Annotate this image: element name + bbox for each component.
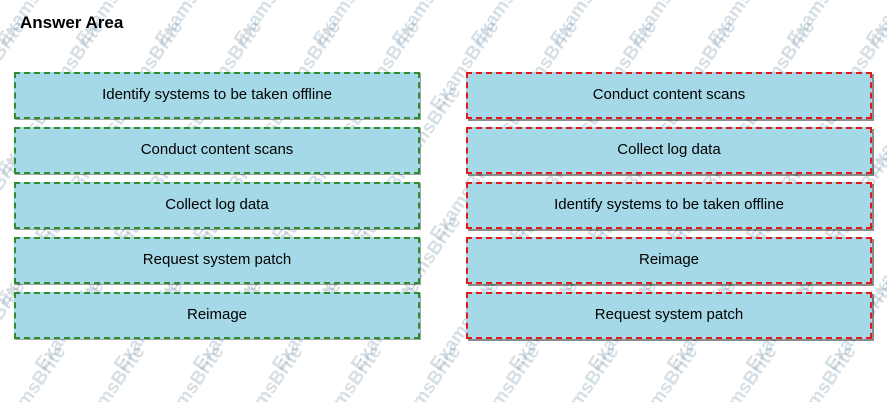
watermark-text: ExamsBrite <box>151 0 229 50</box>
list-item[interactable]: Identify systems to be taken offline <box>466 182 872 229</box>
answer-list: Conduct content scans Collect log data I… <box>466 72 872 347</box>
watermark-text: ExamsBrite <box>230 341 308 402</box>
watermark-text: ExamsBrite <box>862 0 887 50</box>
list-item-label: Conduct content scans <box>140 141 294 159</box>
list-item[interactable]: Conduct content scans <box>14 127 420 174</box>
list-item[interactable]: Request system patch <box>14 237 420 284</box>
watermark-text: ExamsBrite <box>72 341 150 402</box>
list-item-label: Collect log data <box>165 196 269 214</box>
list-item-label: Reimage <box>638 251 700 269</box>
watermark-text: ExamsBrite <box>151 341 229 402</box>
list-item-label: Identify systems to be taken offline <box>102 86 332 104</box>
watermark-text: ExamsBrite <box>388 341 466 402</box>
watermark-text: ExamsBrite <box>0 341 71 402</box>
list-item-label: Request system patch <box>594 306 744 324</box>
list-item-label: Reimage <box>186 306 248 324</box>
watermark-text: ExamsBrite <box>783 341 861 402</box>
list-item[interactable]: Collect log data <box>466 127 872 174</box>
page-title: Answer Area <box>20 13 124 32</box>
list-item[interactable]: Conduct content scans <box>466 72 872 119</box>
watermark-text: ExamsBrite <box>467 341 545 402</box>
list-item-label: Collect log data <box>617 141 721 159</box>
list-item[interactable]: Reimage <box>14 292 420 339</box>
watermark-text: ExamsBrite <box>704 0 782 50</box>
list-item[interactable]: Request system patch <box>466 292 872 339</box>
watermark-text: ExamsBrite <box>862 341 887 402</box>
watermark-text: ExamsBrite <box>625 0 703 50</box>
list-item-label: Identify systems to be taken offline <box>554 196 784 214</box>
list-item[interactable]: Identify systems to be taken offline <box>14 72 420 119</box>
list-item[interactable]: Reimage <box>466 237 872 284</box>
watermark-text: ExamsBrite <box>388 0 466 50</box>
list-item[interactable]: Collect log data <box>14 182 420 229</box>
watermark-text: ExamsBrite <box>704 341 782 402</box>
watermark-text: ExamsBrite <box>467 0 545 50</box>
list-item-label: Conduct content scans <box>592 86 746 104</box>
list-item-label: Request system patch <box>142 251 292 269</box>
watermark-text: ExamsBrite <box>783 0 861 50</box>
source-list: Identify systems to be taken offline Con… <box>14 72 420 347</box>
watermark-text: ExamsBrite <box>546 0 624 50</box>
watermark-text: ExamsBrite <box>546 341 624 402</box>
watermark-text: ExamsBrite <box>309 0 387 50</box>
watermark-text: ExamsBrite <box>309 341 387 402</box>
watermark-text: ExamsBrite <box>625 341 703 402</box>
watermark-text: ExamsBrite <box>230 0 308 50</box>
